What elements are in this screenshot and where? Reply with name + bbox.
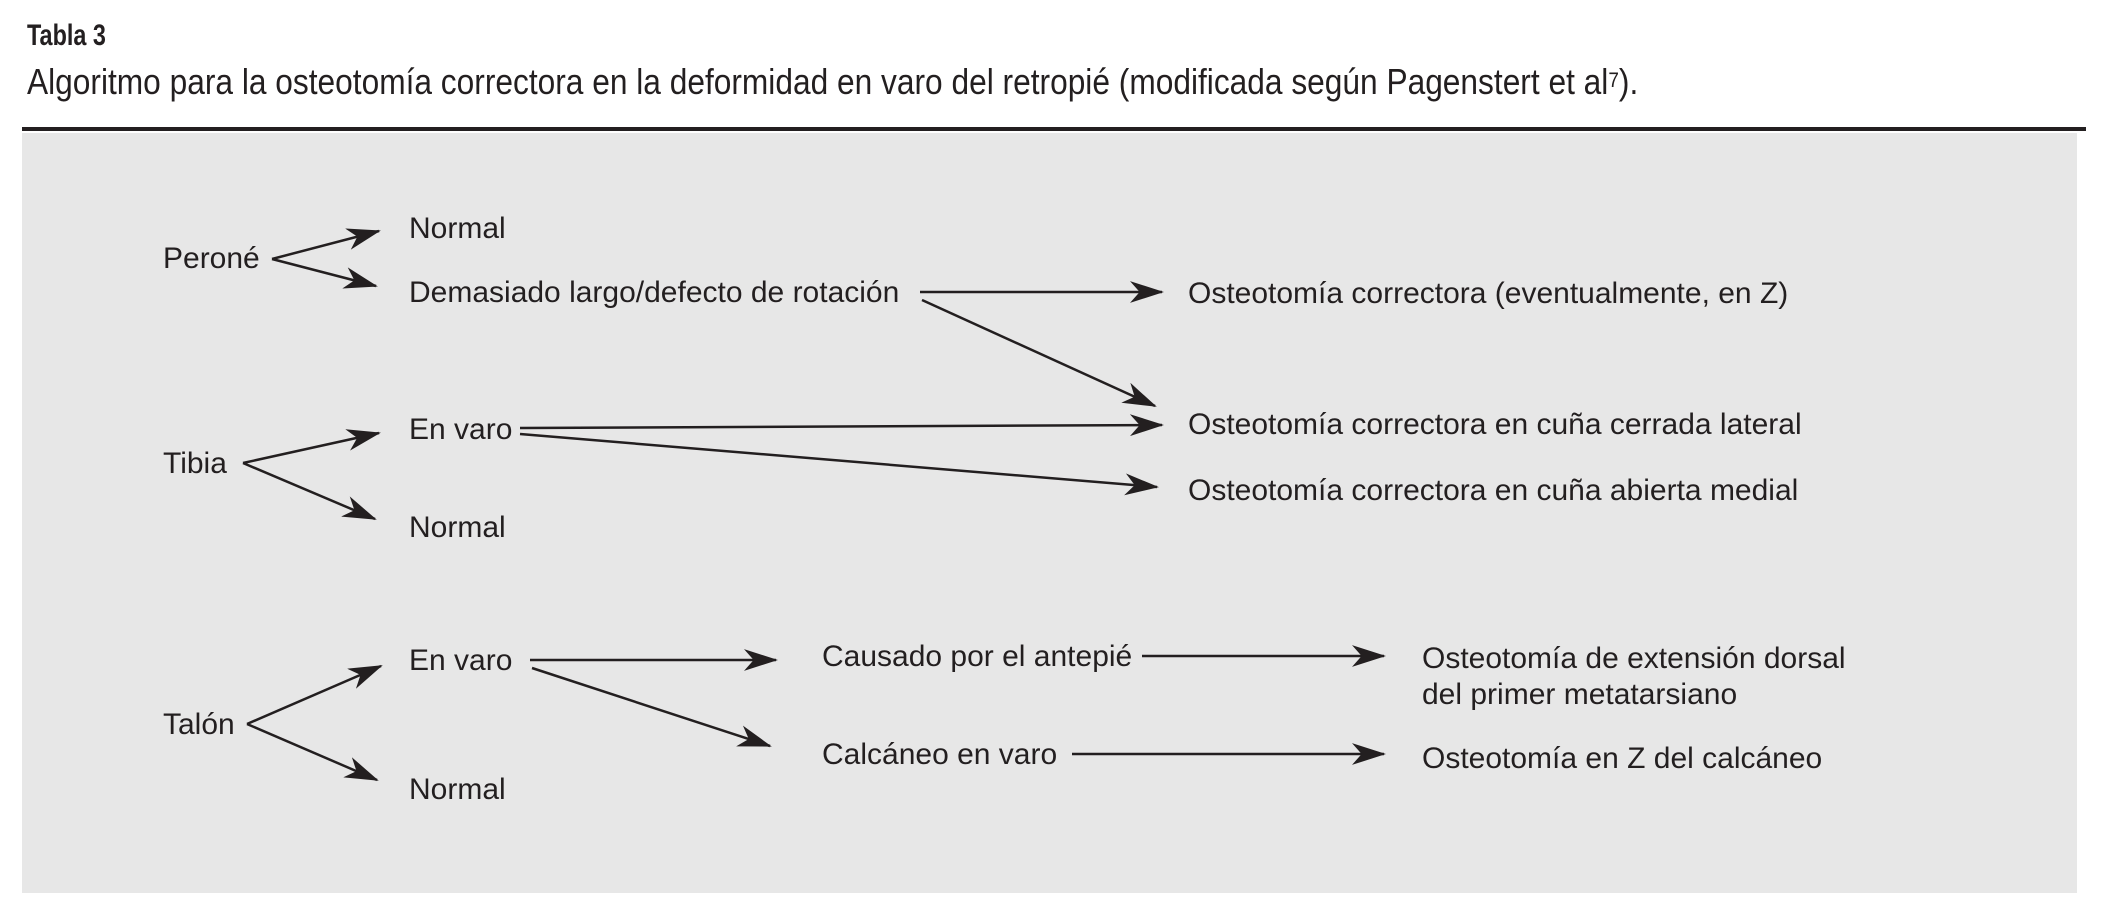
node-talon-normal: Normal: [409, 773, 506, 806]
arrow-talon-to-envaro: [246, 664, 383, 726]
node-tibia: Tibia: [163, 447, 227, 480]
node-perone-normal: Normal: [409, 212, 506, 245]
node-outcome-osteotomia-z-calcaneo: Osteotomía en Z del calcáneo: [1422, 742, 1822, 775]
arrow-demasiado-to-cuna-cerrada: [921, 298, 1157, 408]
node-tibia-normal: Normal: [409, 511, 506, 544]
arrow-perone-to-demasiado: [271, 257, 378, 289]
node-outcome-extension-dorsal-line1: Osteotomía de extensión dorsal: [1422, 642, 1846, 675]
caption-text: Algoritmo para la osteotomía correctora …: [27, 61, 1609, 102]
arrow-tibia-to-normal: [242, 461, 377, 521]
node-outcome-cuna-cerrada-lateral: Osteotomía correctora en cuña cerrada la…: [1188, 408, 1802, 441]
node-talon-envaro: En varo: [409, 644, 512, 677]
node-outcome-cuna-abierta-medial: Osteotomía correctora en cuña abierta me…: [1188, 474, 1798, 507]
node-tibia-envaro: En varo: [409, 413, 512, 446]
node-calcaneo-envaro: Calcáneo en varo: [822, 738, 1057, 771]
node-outcome-extension-dorsal-line2: del primer metatarsiano: [1422, 678, 1737, 711]
arrow-perone-to-normal: [271, 228, 381, 261]
node-perone-demasiado: Demasiado largo/defecto de rotación: [409, 276, 899, 309]
arrow-tibia-to-envaro: [242, 429, 381, 465]
table-number-label: Tabla 3: [27, 19, 106, 52]
node-causado-antepie: Causado por el antepié: [822, 640, 1132, 673]
arrow-talon-to-normal: [246, 722, 379, 782]
node-perone: Peroné: [163, 242, 260, 275]
caption-suffix: ).: [1618, 61, 1639, 102]
panel-background: [22, 133, 2077, 893]
table-caption: Algoritmo para la osteotomía correctora …: [27, 62, 1638, 102]
arrow-envaro-to-cuna-abierta: [519, 432, 1159, 496]
caption-reference-superscript: 7: [1608, 66, 1619, 92]
node-talon: Talón: [163, 708, 235, 741]
arrow-envaro-to-cuna-cerrada: [519, 414, 1164, 437]
node-outcome-osteotomia-z: Osteotomía correctora (eventualmente, en…: [1188, 277, 1788, 310]
arrow-envaro-to-calcaneo: [531, 666, 772, 748]
caption-divider-rule: [22, 127, 2086, 131]
